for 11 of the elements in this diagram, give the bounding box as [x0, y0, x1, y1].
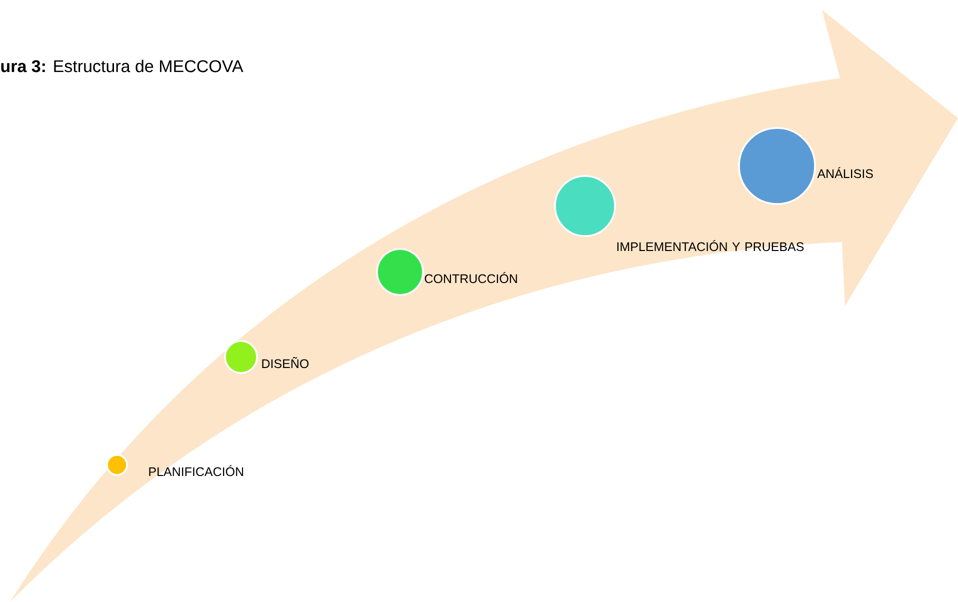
step-label: ANÁLISIS	[817, 167, 873, 178]
step-label: CONTRUCCIÓN	[424, 272, 517, 284]
step-circle	[376, 248, 424, 296]
figure-title: ura 3: Estructura de MECCOVA	[1, 60, 244, 72]
step-label: IMPLEMENTACIÓN Y PRUEBAS	[617, 240, 804, 252]
step-circle	[738, 127, 816, 205]
step-label: PLANIFICACIÓN	[149, 465, 244, 476]
step-circle	[554, 175, 616, 237]
step-circle	[106, 454, 128, 476]
step-label: DISEÑO	[262, 357, 309, 368]
step-circle	[224, 340, 258, 374]
